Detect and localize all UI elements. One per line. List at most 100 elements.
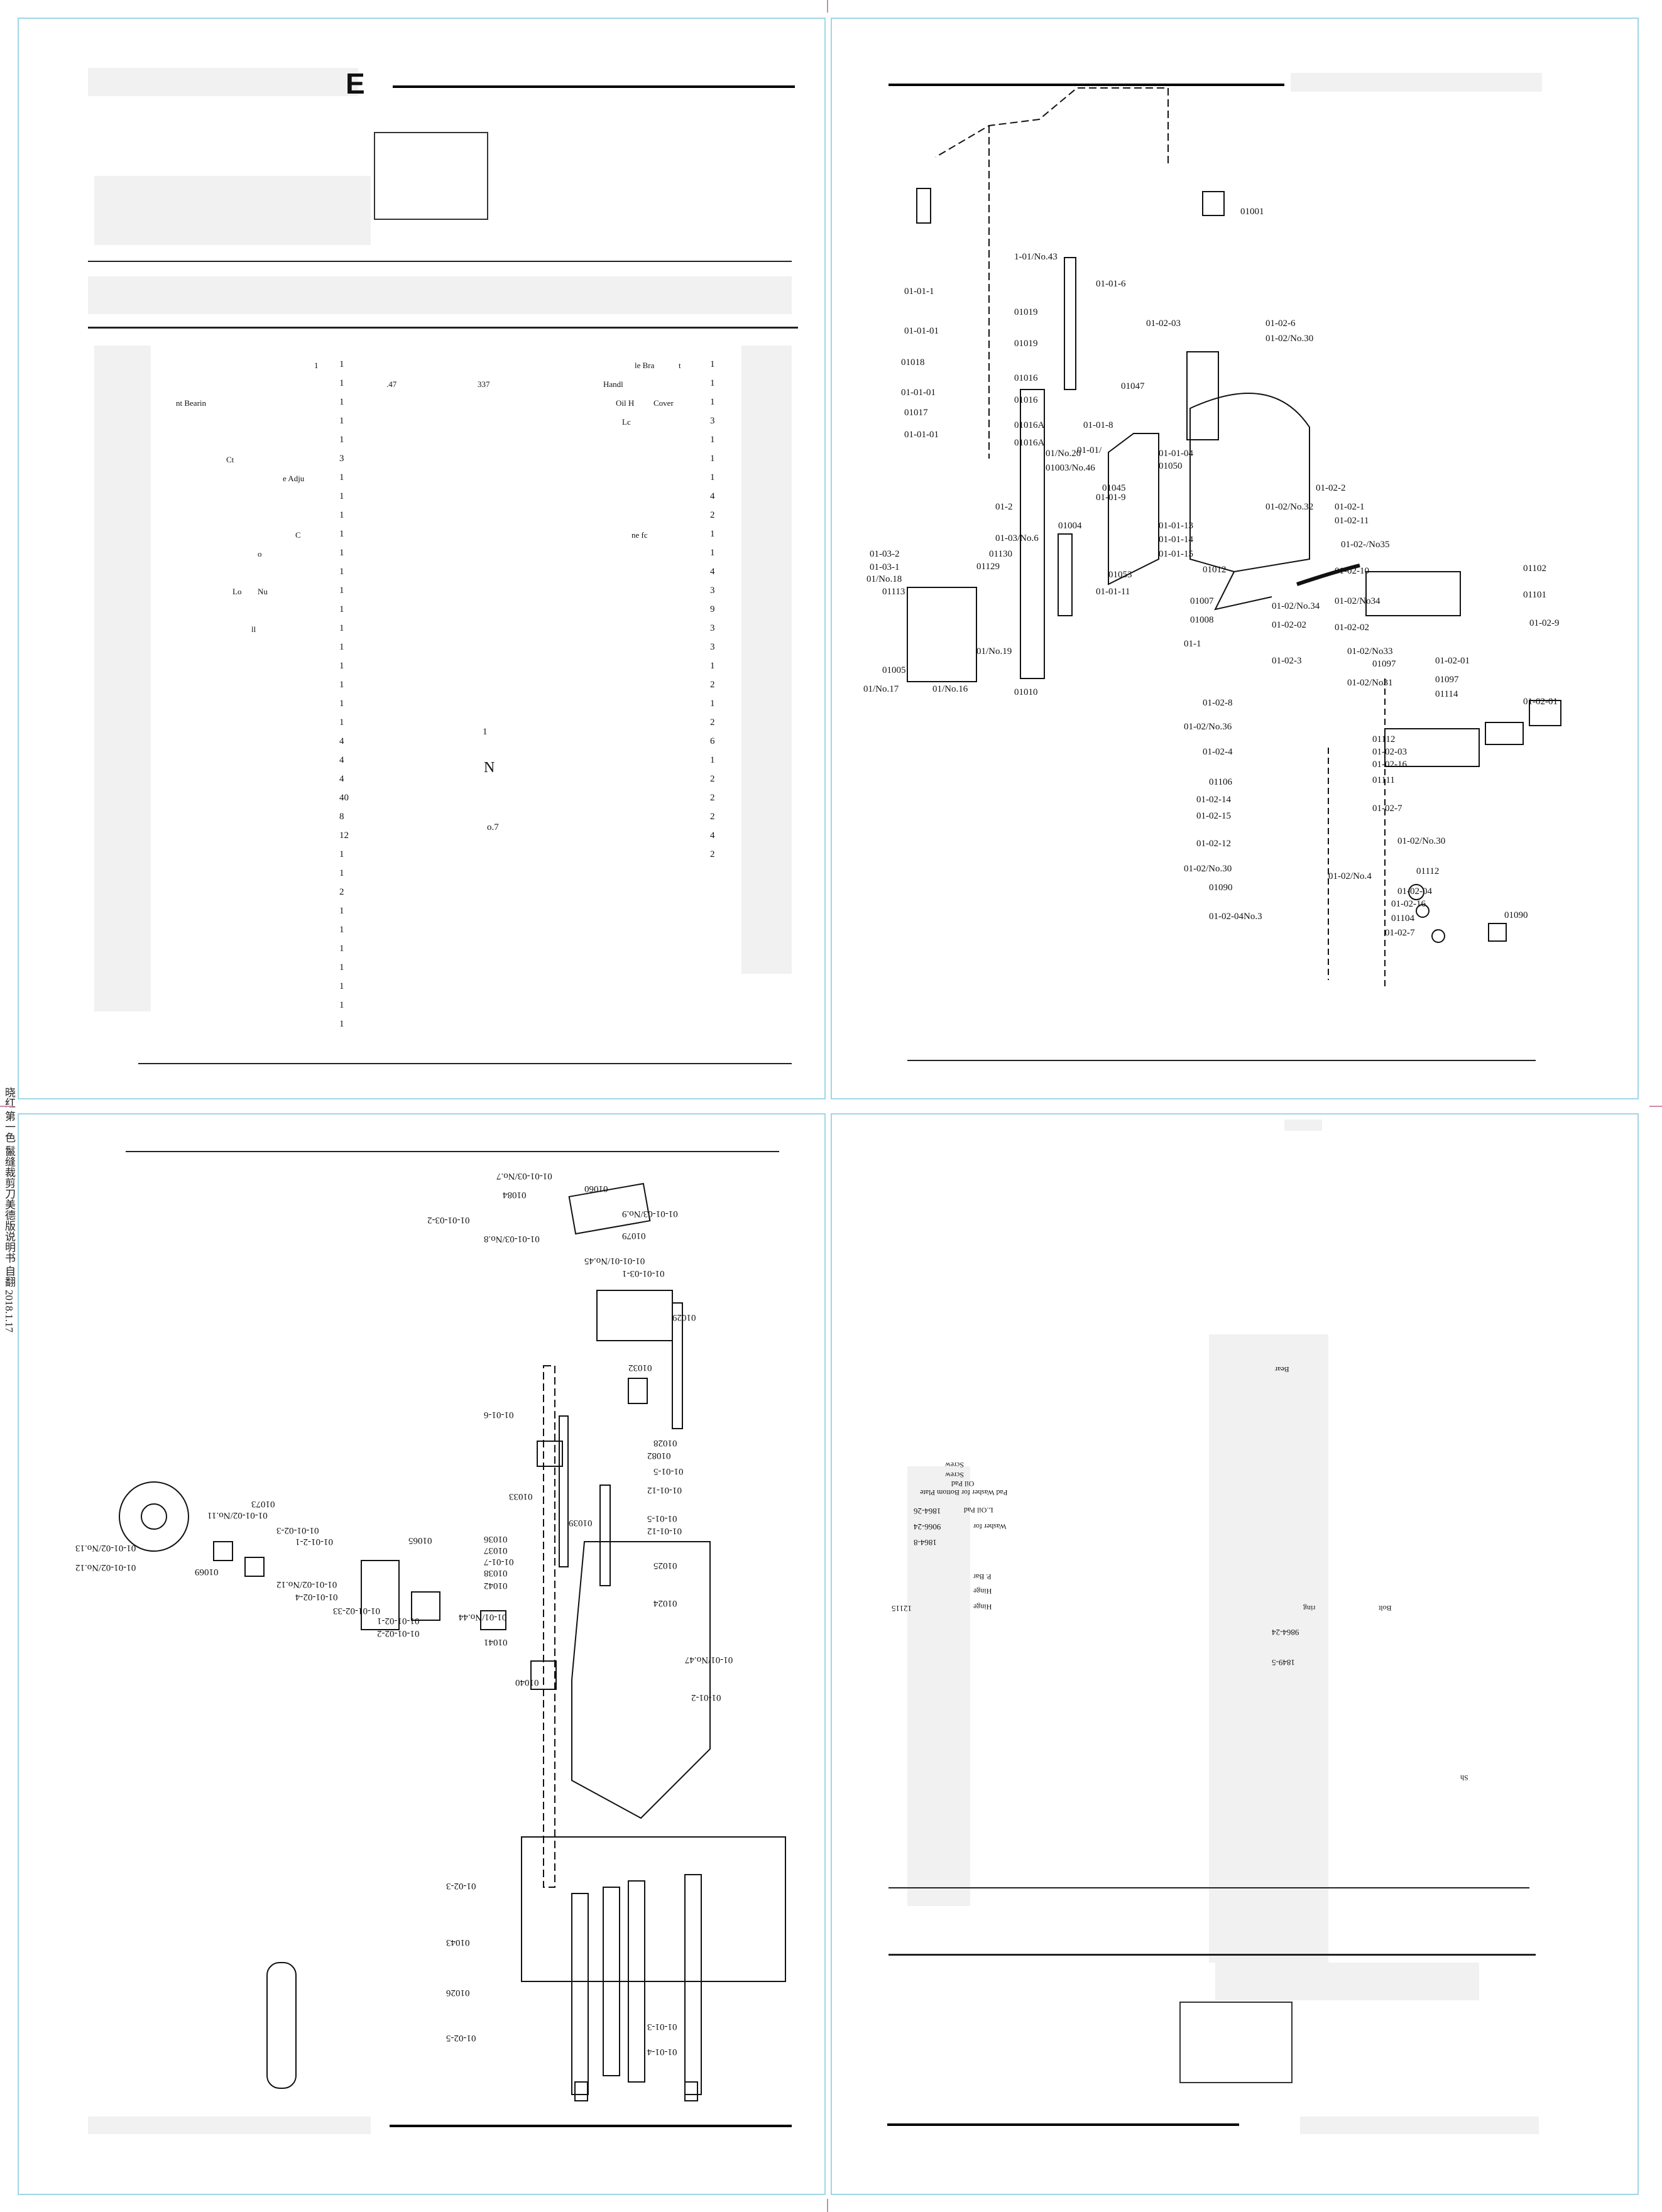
part-label: 01017: [904, 408, 928, 418]
crop-mark: [0, 1106, 13, 1107]
part-label: 01112: [1372, 734, 1396, 744]
diagram-drawing: [119, 1182, 786, 2101]
qty-value: 2: [339, 887, 344, 897]
part-label: 01-01-12: [647, 1485, 682, 1495]
qty-value: 1: [339, 849, 344, 859]
part-label: 01-02/No34: [1335, 596, 1380, 606]
part-label: 01101: [1523, 590, 1546, 600]
part-code: 1864-26: [914, 1506, 941, 1516]
qty-value: 40: [339, 793, 349, 803]
part-label: 01112: [1416, 866, 1440, 876]
qty-value: 1: [339, 529, 344, 539]
part-label: 01-02/No33: [1347, 646, 1393, 657]
rule: [88, 261, 792, 262]
part-label: 01-01-6: [484, 1410, 514, 1420]
qty-value: 9: [710, 604, 715, 614]
table-top-rule: [88, 327, 798, 329]
part-bracket: [1529, 700, 1561, 726]
part-label: 01/No.19: [976, 646, 1012, 657]
qty-value: 4: [710, 491, 715, 501]
part-label: 01-01-03/No.8: [484, 1234, 540, 1244]
part-rod: [684, 1874, 702, 2095]
part-label: 01-01-12: [647, 1526, 682, 1536]
part-label: 01-03-2: [870, 549, 900, 559]
qty-value: 2: [710, 849, 715, 859]
part-label: 01-02/No.34: [1272, 601, 1320, 611]
part-code: 1849-5: [1272, 1658, 1295, 1667]
part-name: Screw: [945, 1461, 964, 1469]
header-rule: [126, 1151, 779, 1152]
qty-value: 1: [339, 962, 344, 973]
part-bush: [244, 1557, 265, 1577]
part-label: 01-01-11: [1096, 587, 1130, 597]
item-label: Handl: [603, 379, 623, 389]
qty-value: 1: [710, 435, 715, 445]
part-label: 01041: [484, 1637, 508, 1647]
part-label: 01016: [1014, 373, 1038, 383]
part-label: 01-02/No.30: [1266, 334, 1314, 344]
qty-value: 3: [339, 454, 344, 464]
part-label: 01-02-/No35: [1341, 540, 1390, 550]
part-label: 01-02-6: [1266, 319, 1296, 329]
part-label: 01-02-02: [1335, 623, 1369, 633]
part-label: 01016A: [1014, 420, 1045, 430]
qty-value: 3: [710, 586, 715, 596]
title-ghost: [1291, 73, 1542, 92]
footer-rule: [138, 1063, 792, 1064]
part-label: 01/No.17: [863, 684, 899, 694]
part-label: 01036: [484, 1534, 508, 1544]
qty-value: 2: [710, 680, 715, 690]
part-label: 01-01-03-2: [427, 1215, 470, 1225]
part-nut: [1408, 884, 1424, 900]
part-gear: [628, 1378, 648, 1404]
part-label: 01111: [1372, 775, 1395, 785]
part-label: 01-01-02/No.12: [75, 1562, 136, 1572]
qty-value: 2: [710, 510, 715, 520]
qty-value: 1: [710, 548, 715, 558]
part-label: 01082: [647, 1451, 671, 1461]
qty-value: 1: [710, 755, 715, 765]
qty-value: 1: [339, 1019, 344, 1029]
part-label: 01-03/No.6: [995, 533, 1039, 543]
part-label: 01073: [251, 1499, 275, 1509]
qty-value: 1: [339, 699, 344, 709]
part-code: 12115: [892, 1604, 912, 1613]
qty-value: 1: [339, 378, 344, 388]
part-name: Bolt: [1379, 1604, 1392, 1613]
leader-dash: [935, 87, 1169, 163]
leader-dash: [543, 1365, 555, 1888]
qty-value: 1: [710, 359, 715, 369]
part-label: 01102: [1523, 564, 1546, 574]
part-label: 01018: [901, 357, 925, 368]
qty-value: 1: [339, 925, 344, 935]
qty-value: 3: [710, 623, 715, 633]
part-label: 01-02-4: [1203, 747, 1233, 757]
part-cap: [1488, 923, 1507, 942]
part-code: 9066-24: [914, 1522, 941, 1532]
part-plate: [568, 1182, 651, 1235]
part-code: 9864-24: [1272, 1628, 1299, 1637]
qty-value: 1: [339, 981, 344, 991]
qty-value: 1: [339, 567, 344, 577]
part-label: 01-02/No.36: [1184, 722, 1232, 732]
item-label: e Adju: [283, 474, 305, 483]
part-label: 01024: [653, 1598, 677, 1608]
title-ghost: [88, 68, 358, 96]
footer-ghost: [1300, 2117, 1539, 2134]
qty-value: 1: [710, 661, 715, 671]
part-bush: [213, 1541, 233, 1561]
part-label: 01-02/No.32: [1266, 502, 1314, 512]
part-label: 01-01-04: [1159, 449, 1193, 459]
part-name: ring: [1303, 1604, 1316, 1613]
header-rule: [393, 85, 795, 88]
part-handwheel: [119, 1481, 189, 1552]
part-label: 01129: [976, 562, 1000, 572]
part-hub: [141, 1503, 167, 1530]
item-label: Lo: [232, 587, 242, 596]
footer-rule: [907, 1060, 1536, 1061]
item-label: 337: [478, 379, 490, 389]
part-label: 01097: [1372, 659, 1396, 669]
part-plate: [1365, 571, 1461, 616]
